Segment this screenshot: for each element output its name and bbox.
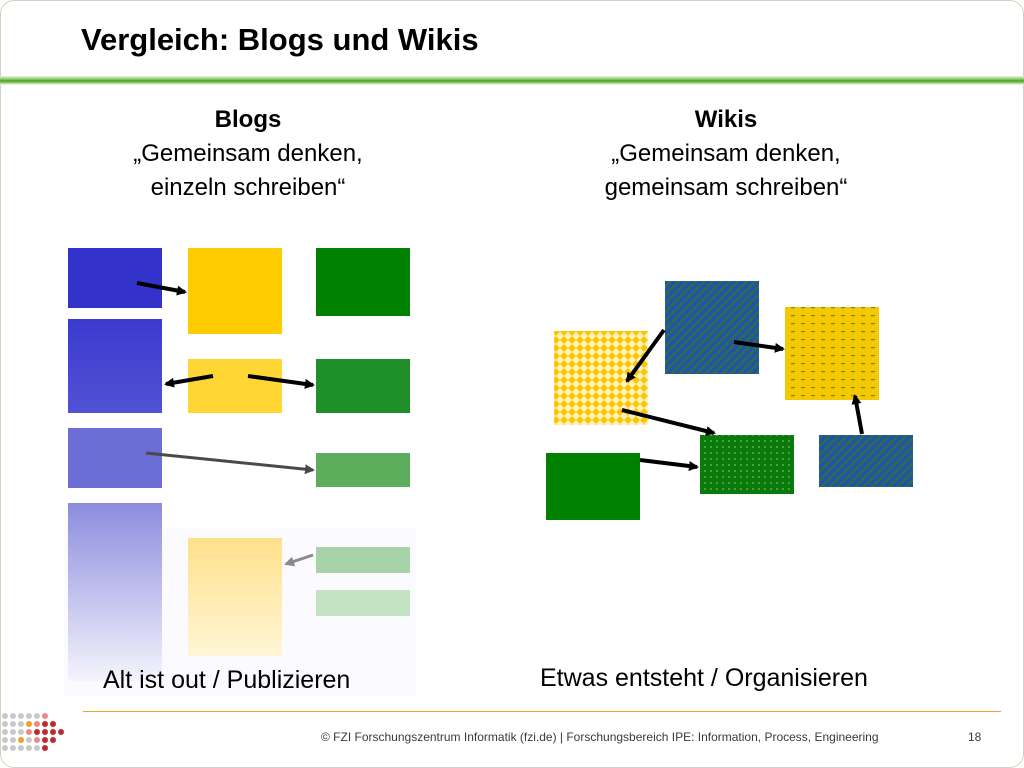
- blogs-heading-block: Blogs „Gemeinsam denken, einzeln schreib…: [68, 103, 428, 205]
- blog-arrow-5: [284, 553, 314, 567]
- wiki-arrow-5: [851, 394, 864, 435]
- blog-post-yellow-3: [188, 538, 282, 656]
- wiki-arrow-4: [639, 458, 699, 471]
- blog-arrow-2: [164, 374, 214, 388]
- wiki-page-blue-1: [665, 281, 759, 374]
- wikis-quote-line1: „Gemeinsam denken,: [611, 140, 841, 167]
- wiki-page-yellow-dashed: [785, 307, 879, 400]
- slide-title: Vergleich: Blogs und Wikis: [81, 22, 479, 57]
- blog-post-blue-4: [68, 503, 162, 681]
- blog-post-green-3: [316, 453, 410, 487]
- blogs-quote-line1: „Gemeinsam denken,: [133, 140, 363, 167]
- blog-post-yellow-1: [188, 248, 282, 334]
- blog-post-green-1: [316, 248, 410, 316]
- blog-post-blue-3: [68, 428, 162, 488]
- wiki-arrow-2: [625, 328, 666, 383]
- title-underline: [0, 76, 1024, 85]
- blogs-diagram: [64, 248, 416, 696]
- blogs-heading: Blogs: [214, 106, 282, 133]
- wiki-page-green-solid: [546, 453, 640, 520]
- page-number: 18: [968, 730, 982, 744]
- blog-arrow-1: [136, 281, 187, 296]
- blogs-caption: Alt ist out / Publizieren: [103, 666, 351, 694]
- blog-post-green-2: [316, 359, 410, 413]
- wiki-page-yellow-diamond: [554, 331, 648, 425]
- blog-post-blue-2: [68, 319, 162, 413]
- footer-divider: [83, 711, 1001, 712]
- fzi-logo-dots: [2, 713, 64, 751]
- blogs-quote-line2: einzeln schreiben“: [150, 174, 346, 201]
- wikis-diagram: [546, 281, 913, 520]
- wikis-heading-block: Wikis „Gemeinsam denken, gemeinsam schre…: [546, 103, 906, 205]
- wikis-heading: Wikis: [694, 106, 758, 133]
- blog-arrow-3: [247, 374, 315, 389]
- blog-post-blue-1: [68, 248, 162, 308]
- wiki-arrow-1: [733, 340, 785, 353]
- blog-post-green-5: [316, 590, 410, 616]
- footer-text: © FZI Forschungszentrum Informatik (fzi.…: [321, 730, 879, 744]
- wiki-page-green-dotted: [700, 435, 794, 494]
- blog-arrow-4: [145, 451, 315, 475]
- blog-post-yellow-2: [188, 359, 282, 413]
- wikis-quote-line2: gemeinsam schreiben“: [604, 174, 848, 201]
- blog-post-green-4: [316, 547, 410, 573]
- wiki-arrow-3: [621, 408, 716, 436]
- wiki-page-blue-2: [819, 435, 913, 487]
- wikis-caption: Etwas entsteht / Organisieren: [540, 664, 868, 692]
